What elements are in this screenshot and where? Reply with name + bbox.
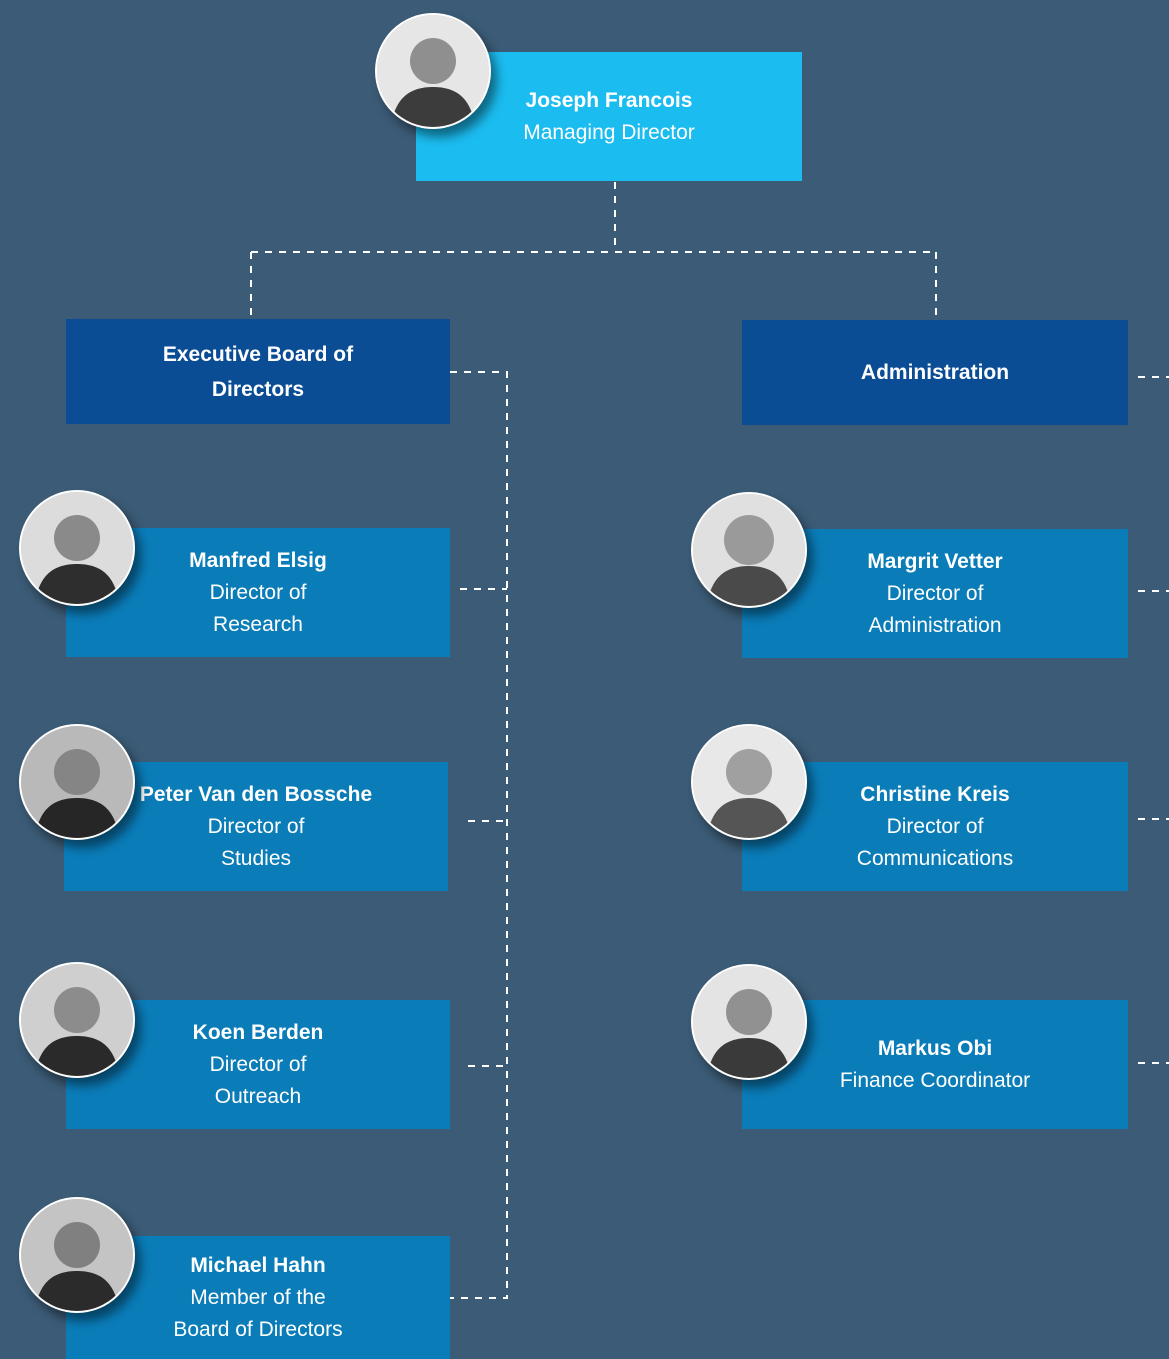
- managing-director-name: Joseph Francois: [525, 88, 693, 112]
- person-photo-icon: [691, 964, 807, 1080]
- connector-exec-spine: [450, 371, 508, 1299]
- person-photo-icon: [691, 724, 807, 840]
- member-role: Director of Research: [209, 580, 307, 636]
- member-name: Michael Hahn: [190, 1253, 326, 1277]
- person-photo-icon: [19, 1197, 135, 1313]
- member-name: Markus Obi: [877, 1036, 993, 1060]
- administration-label: Administration: [860, 361, 1010, 384]
- member-name: Margrit Vetter: [867, 549, 1003, 573]
- executive-board-box: Executive Board of Directors: [66, 319, 450, 424]
- person-photo-icon: [19, 724, 135, 840]
- member-role: Director of Administration: [868, 581, 1002, 637]
- member-name: Christine Kreis: [860, 782, 1010, 806]
- member-role: Member of the Board of Directors: [173, 1285, 343, 1341]
- person-photo-icon: [375, 13, 491, 129]
- managing-director-box: Joseph Francois Managing Director: [416, 52, 802, 181]
- member-role: Director of Communications: [856, 814, 1014, 870]
- member-name: Manfred Elsig: [189, 548, 327, 572]
- member-role: Director of Outreach: [209, 1052, 307, 1108]
- managing-director-role: Managing Director: [523, 120, 695, 144]
- member-name: Peter Van den Bossche: [139, 782, 373, 806]
- person-photo-icon: [691, 492, 807, 608]
- exec-member-box: Manfred Elsig Director of Research: [66, 528, 450, 657]
- person-photo-icon: [19, 490, 135, 606]
- member-name: Koen Berden: [192, 1020, 324, 1044]
- person-photo-icon: [19, 962, 135, 1078]
- exec-member-box: Michael Hahn Member of the Board of Dire…: [66, 1236, 450, 1359]
- administration-box: Administration: [742, 320, 1128, 425]
- executive-board-label: Executive Board of Directors: [162, 342, 354, 401]
- member-role: Director of Studies: [207, 814, 305, 870]
- member-role: Finance Coordinator: [839, 1068, 1031, 1092]
